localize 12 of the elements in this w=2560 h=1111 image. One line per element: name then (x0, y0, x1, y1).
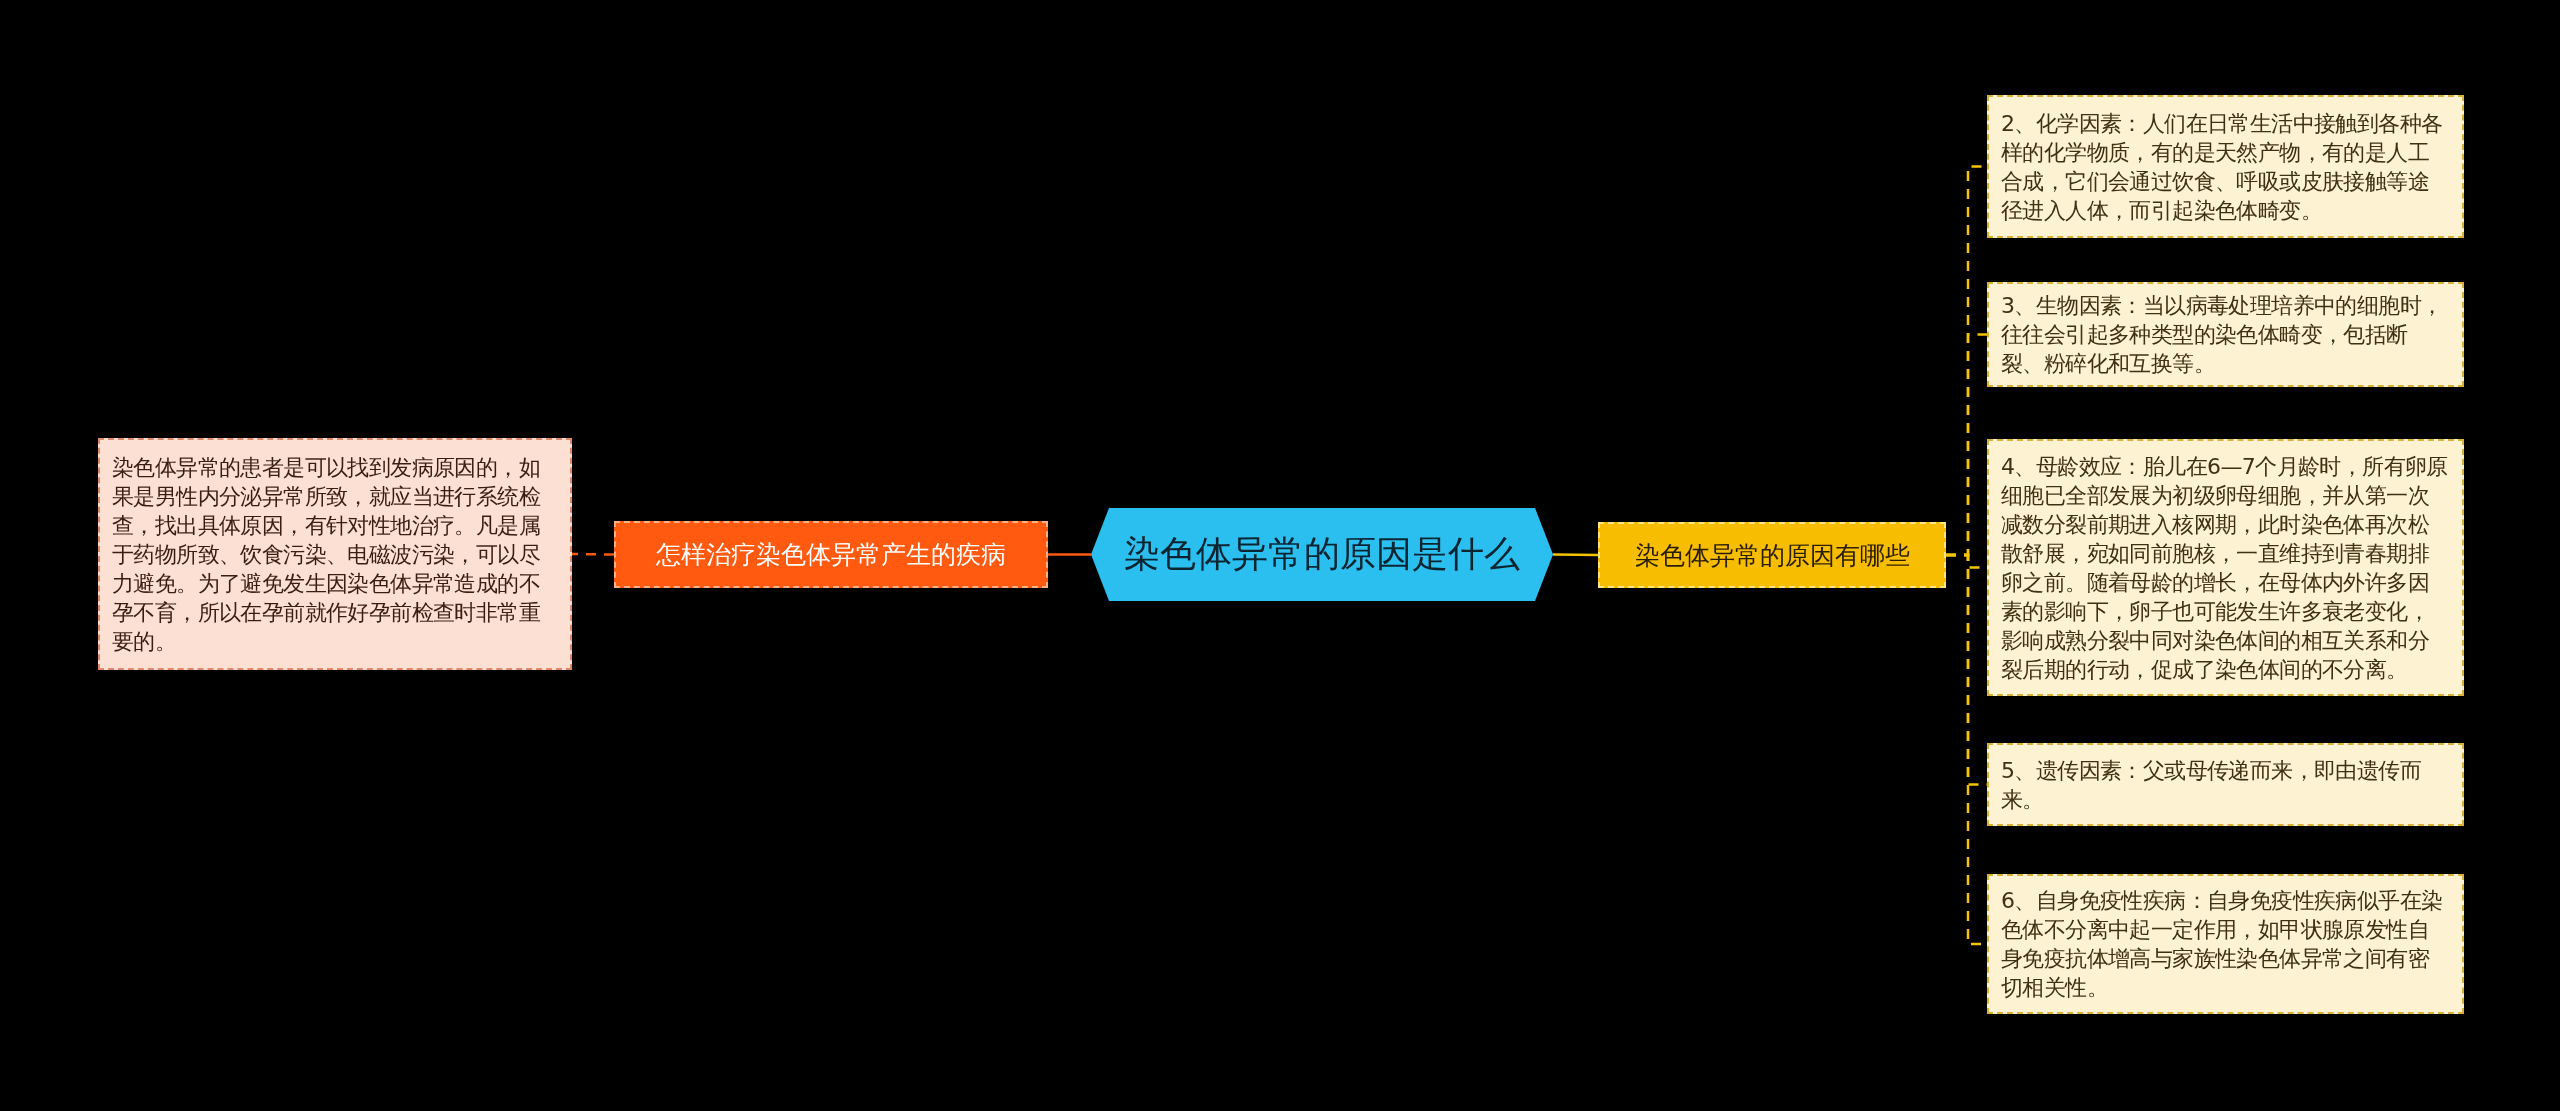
text-box: 6、自身免疫性疾病：自身免疫性疾病似乎在染色体不分离中起一定作用，如甲状腺原发性自身免疫抗体增高与家族性染色体异常之间有密切相关性。 (1987, 874, 2464, 1014)
text-box: 2、化学因素：人们在日常生活中接触到各种各样的化学物质，有的是天然产物，有的是人工合成，它们会通过饮食、呼吸或皮肤接触等途径进入人体，而引起染色体畸变。 (1987, 95, 2464, 238)
branch-box: 染色体异常的原因有哪些 (1598, 522, 1946, 588)
text-box: 染色体异常的患者是可以找到发病原因的，如果是男性内分泌异常所致，就应当进行系统检查，找出具体原因，有针对性地治疗。凡是属于药物所致、饮食污染、电磁波污染，可以尽力避免。为了避免发生因染色体异常造成的不孕不育，所以在孕前就作好孕前检查时非常重要的。 (98, 438, 572, 670)
connector-line (1553, 553, 1598, 557)
text-box: 5、遗传因素：父或母传递而来，即由遗传而来。 (1987, 743, 2464, 826)
text-box: 3、生物因素：当以病毒处理培养中的细胞时，往往会引起多种类型的染色体畸变，包括断裂、粉碎化和互换等。 (1987, 282, 2464, 387)
connector-line (1048, 553, 1091, 556)
text-box: 4、母龄效应：胎儿在6—7个月龄时，所有卵原细胞已全部发展为初级卵母细胞，并从第一次减数分裂前期进入核网期，此时染色体再次松散舒展，宛如同前胞核，一直维持到青春期排卵之前。随着母龄的增长，在母体内外许多因素的影响下，卵子也可能发生许多衰老变化，影响成熟分裂中同对染色体间的相互关系和分裂后期的行动，促成了染色体间的不分离。 (1987, 439, 2464, 696)
branch-box: 怎样治疗染色体异常产生的疾病 (614, 521, 1048, 588)
topic-hexagon: 染色体异常的原因是什么 (1091, 508, 1553, 601)
connector-line (572, 552, 614, 556)
